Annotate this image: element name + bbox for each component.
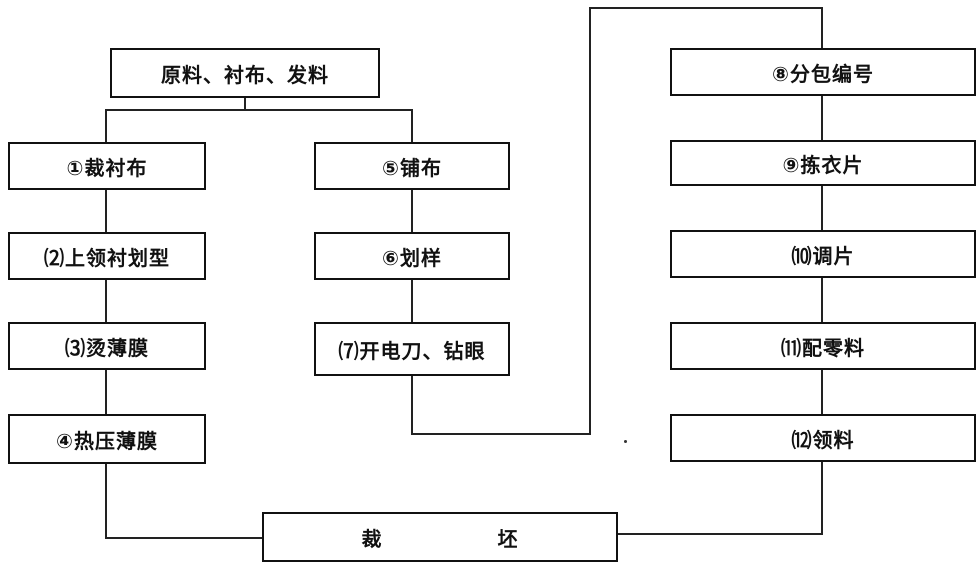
- box-match-parts: ⑾配零料: [670, 322, 976, 370]
- box-collar-lining-marking: ⑵上领衬划型: [8, 232, 206, 280]
- box-bundling-numbering: ⑧分包编号: [670, 48, 976, 96]
- connector-left-to-bottom: [105, 464, 262, 539]
- connector-top-to-middle: [244, 96, 413, 142]
- box-hot-press-film: ④热压薄膜: [8, 414, 206, 464]
- box-iron-film: ⑶烫薄膜: [8, 322, 206, 370]
- bottom-char-1: 裁: [361, 526, 383, 551]
- box-electric-knife-drilling: ⑺开电刀、钻眼: [314, 322, 510, 376]
- box-marking: ⑥划样: [314, 232, 510, 280]
- bottom-char-2: 坯: [497, 526, 519, 551]
- box-spreading: ⑤铺布: [314, 142, 510, 190]
- speck-dot: [624, 440, 627, 443]
- box-materials: 原料、衬布、发料: [110, 48, 380, 98]
- box-cut-interlining: ①裁衬布: [8, 142, 206, 190]
- connector-right-to-bottom: [618, 462, 823, 535]
- box-sort-pieces: ⑨拣衣片: [670, 140, 976, 186]
- connector-middle-to-right: [411, 7, 823, 435]
- box-adjust-pieces: ⑽调片: [670, 230, 976, 278]
- connector-top-to-left: [105, 96, 246, 142]
- box-collect-materials: ⑿领料: [670, 414, 976, 462]
- box-cut-blanks: 裁 坯: [262, 512, 618, 562]
